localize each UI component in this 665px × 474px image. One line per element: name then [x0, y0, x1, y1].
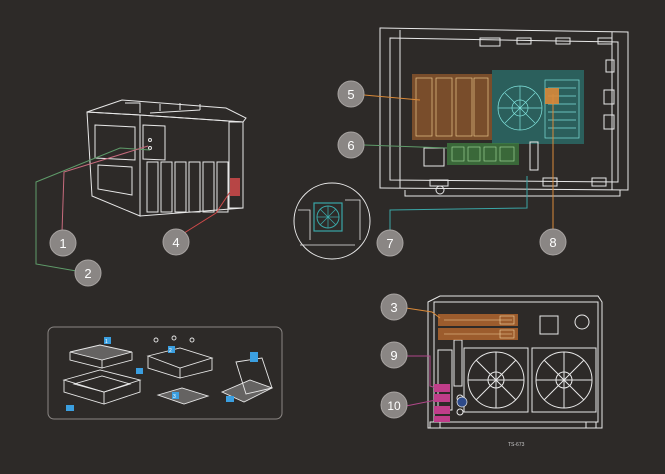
- ssd-module: [447, 143, 519, 165]
- fan-detail: [293, 182, 371, 260]
- callout-1-label: 1: [59, 236, 66, 251]
- callout-2: 2: [74, 259, 102, 287]
- callout-7: 7: [376, 229, 404, 257]
- callout-10-label: 10: [387, 399, 401, 413]
- callout-6-label: 6: [347, 138, 354, 153]
- tray-panel: [47, 326, 283, 420]
- callout-8-label: 8: [549, 235, 556, 250]
- callout-1: 1: [49, 229, 77, 257]
- leaders-front: [35, 145, 231, 273]
- callout-5-label: 5: [347, 87, 354, 102]
- callout-9-label: 9: [390, 348, 397, 363]
- model-label: TS-673: [508, 442, 525, 448]
- callout-7-label: 7: [386, 236, 393, 251]
- callout-8: 8: [539, 228, 567, 256]
- tray-step-2-label: 2: [169, 348, 172, 354]
- tray-step-3-label: 3: [173, 394, 176, 400]
- callout-6: 6: [337, 131, 365, 159]
- pcie-slots: [438, 314, 518, 340]
- memory-modules: [412, 74, 492, 140]
- callout-4-label: 4: [172, 235, 179, 250]
- leaders-side: [363, 94, 554, 232]
- cpu-board: [492, 70, 584, 144]
- rear-port-blue: [456, 396, 468, 408]
- tray-step-1-label: 1: [105, 339, 108, 345]
- callout-10: 10: [380, 391, 408, 419]
- callout-2-label: 2: [84, 266, 91, 281]
- leaders-rear: [405, 307, 441, 407]
- callout-3-label: 3: [390, 300, 397, 315]
- nas-side-internal-view: [379, 27, 629, 197]
- front-display: [230, 178, 240, 196]
- drive-tray-steps: 1 2 3: [62, 335, 274, 411]
- callout-9: 9: [380, 341, 408, 369]
- usb-ports: [434, 384, 450, 422]
- callout-4: 4: [162, 228, 190, 256]
- callout-5: 5: [337, 80, 365, 108]
- callout-3: 3: [380, 293, 408, 321]
